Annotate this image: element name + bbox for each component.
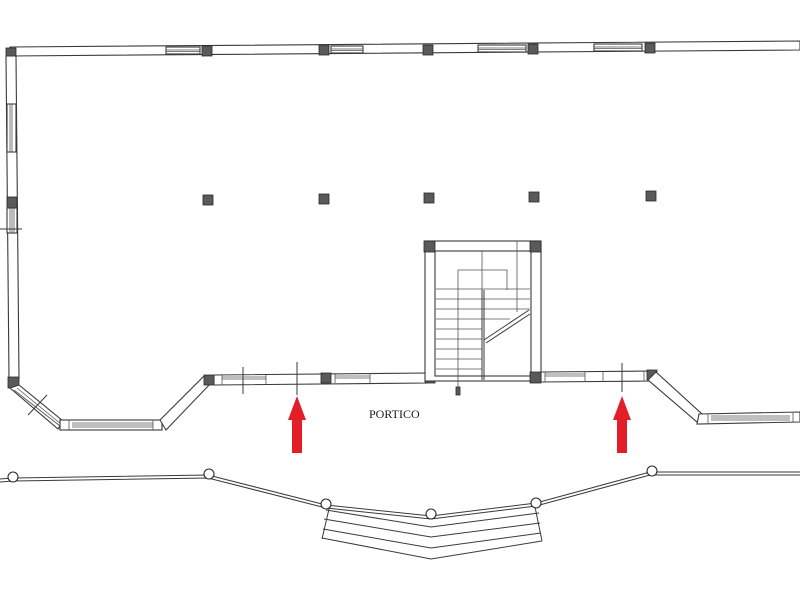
interior-column <box>528 191 540 203</box>
west-wall <box>0 55 22 389</box>
round-column <box>646 465 658 477</box>
interior-column <box>645 190 657 202</box>
portico-wall-right <box>540 363 800 425</box>
round-column <box>203 468 215 480</box>
interior-columns <box>202 190 657 206</box>
entrance-arrow-right <box>613 396 631 453</box>
wall-pillar <box>203 374 215 386</box>
stair-treads <box>436 288 531 380</box>
round-column <box>530 497 542 509</box>
wall-pillar <box>320 372 332 384</box>
interior-column <box>318 193 330 205</box>
portico-wall-left <box>203 362 436 395</box>
front-steps <box>321 506 543 560</box>
north-wall <box>5 40 800 59</box>
wall-pillar <box>6 196 18 209</box>
interior-column <box>202 194 214 206</box>
round-column <box>7 471 19 483</box>
round-column <box>320 498 332 510</box>
entrance-arrow-left <box>288 396 306 453</box>
stairwell <box>423 240 542 396</box>
wall-pillar <box>318 44 330 56</box>
round-column <box>425 508 437 520</box>
wall-pillar <box>201 45 213 57</box>
interior-column <box>423 192 435 204</box>
south-west-wall <box>8 375 213 431</box>
wall-pillar <box>423 240 436 253</box>
north-windows <box>165 43 643 55</box>
wall-pillar <box>529 240 542 253</box>
front-railing <box>0 465 800 520</box>
wall-pillar <box>527 43 539 55</box>
wall-pillar <box>644 42 656 54</box>
wall-pillar <box>422 44 434 56</box>
wall-pillar <box>529 371 542 384</box>
portico-label: PORTICO <box>369 407 420 421</box>
